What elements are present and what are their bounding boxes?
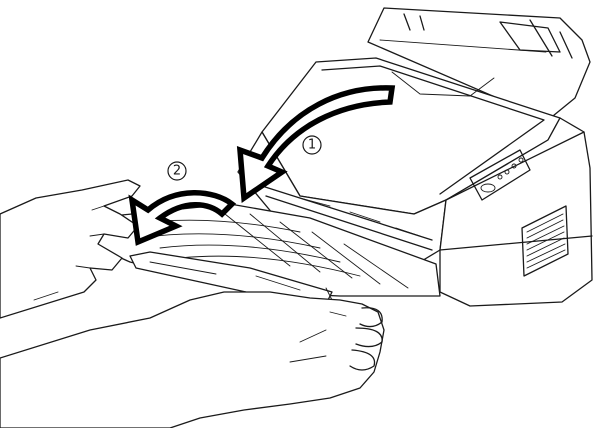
- step-2-arrow: [128, 190, 237, 246]
- vent-grille: [521, 205, 569, 277]
- step-1-arrow: [236, 85, 396, 203]
- step-2-number: 2: [173, 164, 181, 179]
- right-hand: [0, 291, 385, 428]
- step-1-label: 1: [302, 135, 322, 155]
- step-1-number: 1: [308, 138, 316, 153]
- step-2-label: 2: [167, 161, 187, 181]
- left-hand: [0, 179, 141, 319]
